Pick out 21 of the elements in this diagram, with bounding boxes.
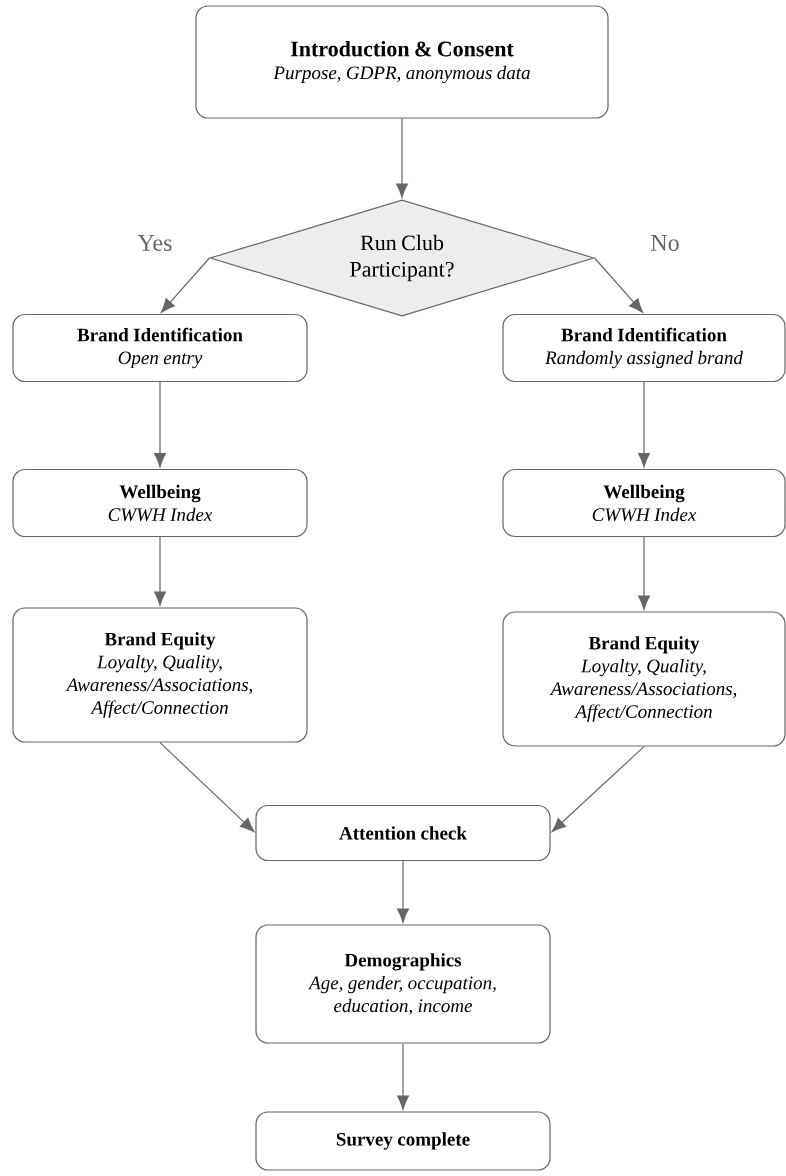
process-box: Introduction & Consent Purpose, GDPR, anonymous data bbox=[195, 5, 609, 119]
process-box: Brand Equity Loyalty, Quality, Awareness/Associations, Affect/Connection bbox=[502, 611, 786, 747]
arrow bbox=[159, 742, 255, 833]
process-box: Attention check bbox=[255, 804, 551, 862]
arrow bbox=[154, 381, 166, 468]
arrow bbox=[397, 1043, 409, 1110]
arrow bbox=[638, 381, 650, 468]
process-box: Demographics Age, gender, occupation, education, income bbox=[255, 924, 551, 1044]
process-box: Brand Identification Randomly assigned brand bbox=[502, 313, 786, 383]
arrow bbox=[638, 536, 650, 610]
process-box: Brand Identification Open entry bbox=[12, 313, 308, 383]
process-box: Survey complete bbox=[255, 1111, 551, 1171]
process-box: Wellbeing CWWH Index bbox=[502, 468, 786, 538]
process-box: Brand Equity Loyalty, Quality, Awareness/Associations, Affect/Connection bbox=[12, 607, 308, 743]
arrow bbox=[551, 746, 645, 833]
arrow bbox=[160, 257, 210, 313]
arrow bbox=[396, 118, 409, 198]
arrow bbox=[397, 860, 409, 923]
arrow bbox=[154, 536, 166, 606]
arrow bbox=[594, 257, 644, 313]
process-box: Wellbeing CWWH Index bbox=[12, 468, 308, 538]
